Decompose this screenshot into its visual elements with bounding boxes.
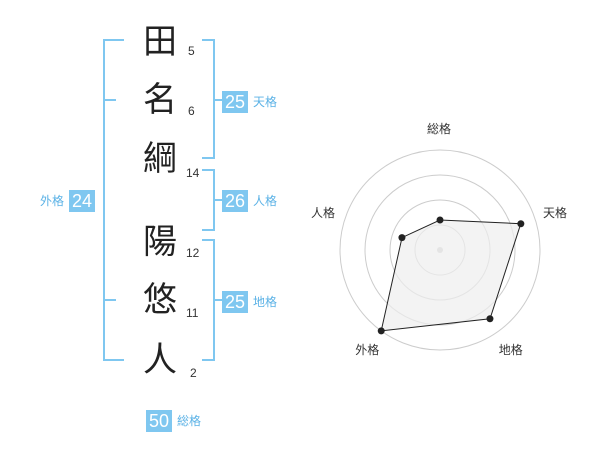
jinkaku-label: 人格 <box>253 194 278 208</box>
stroke-count-5: 11 <box>186 306 199 320</box>
gaikaku-badge: 外格 24 <box>40 190 96 212</box>
soukaku-badge: 50 総格 <box>146 410 201 432</box>
radar-point-4 <box>377 327 385 335</box>
radar-ring <box>364 174 516 326</box>
jinkaku-badge: 26 人格 <box>222 190 277 212</box>
chikaku-label: 地格 <box>253 295 278 309</box>
radar-point-2 <box>517 220 525 228</box>
stroke-count-6: 2 <box>190 366 197 380</box>
name-char-3: 綱 <box>143 139 177 179</box>
gaikaku-label: 外格 <box>40 194 65 208</box>
name-char-6: 人 <box>143 340 177 380</box>
tenkaku-label: 天格 <box>253 95 278 109</box>
gaikaku-bracket <box>103 39 124 361</box>
stroke-count-3: 14 <box>186 166 200 180</box>
radar-axis-label-1: 総格 <box>427 122 452 136</box>
radar-axis-label-3: 地格 <box>498 342 523 357</box>
radar-axis-label-5: 人格 <box>310 206 335 221</box>
radar-series <box>380 219 522 332</box>
radar-ring <box>339 149 541 351</box>
name-char-5: 悠 <box>143 280 177 320</box>
stroke-count-4: 12 <box>186 246 200 260</box>
radar-point-1 <box>436 216 444 224</box>
radar-axis-label-4: 外格 <box>355 342 380 357</box>
radar-axis-label-2: 天格 <box>543 206 568 221</box>
tenkaku-badge: 25 天格 <box>222 91 277 113</box>
name-char-4: 陽 <box>143 222 177 262</box>
radar-point-3 <box>486 315 494 323</box>
gaikaku-value: 24 <box>69 190 96 212</box>
name-char-2: 名 <box>143 80 177 120</box>
jinkaku-value: 26 <box>222 190 248 212</box>
name-char-1: 田 <box>143 22 177 62</box>
soukaku-value: 50 <box>146 410 172 432</box>
radar-point-5 <box>398 234 406 242</box>
chikaku-badge: 25 地格 <box>222 291 277 313</box>
stroke-count-1: 5 <box>188 44 195 58</box>
tenkaku-value: 25 <box>222 91 248 113</box>
stroke-count-2: 6 <box>188 104 195 118</box>
soukaku-label: 総格 <box>177 414 202 428</box>
chikaku-value: 25 <box>222 291 248 313</box>
